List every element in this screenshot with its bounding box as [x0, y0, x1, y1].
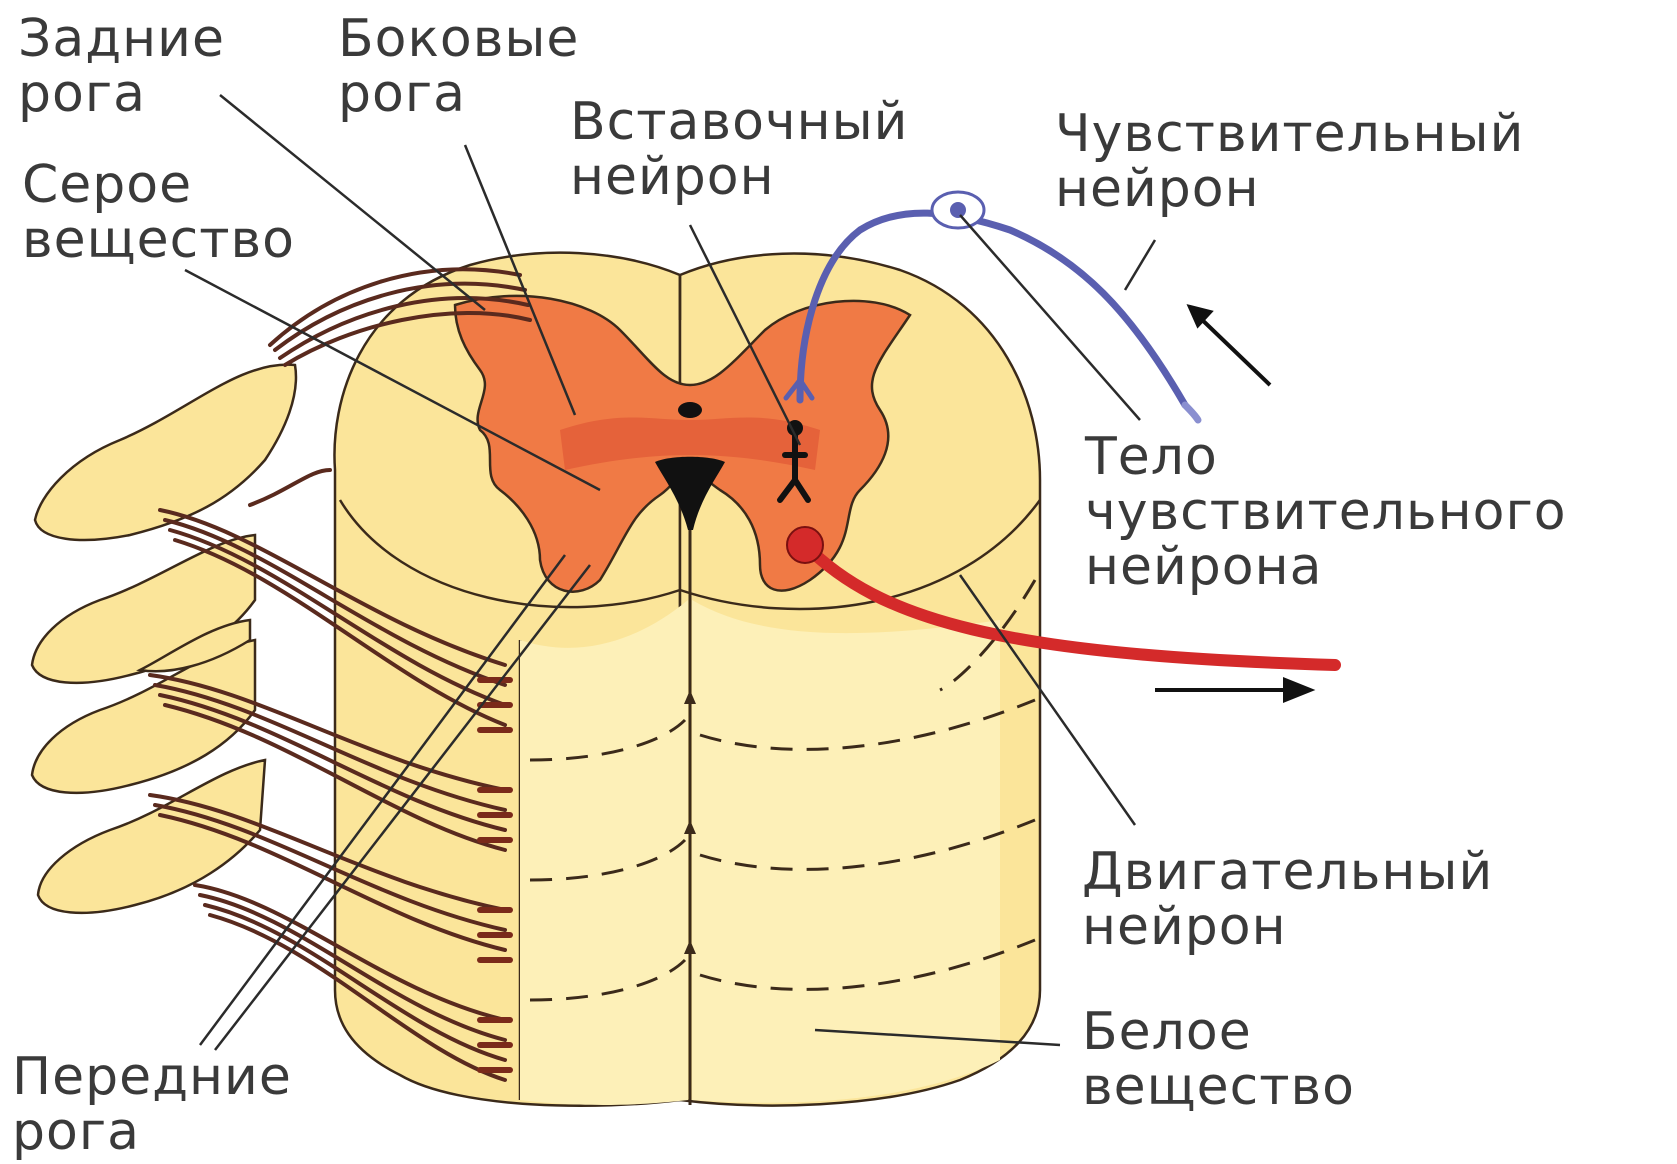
cord-front-face [520, 600, 1000, 1105]
leader-sensory-neuron [1125, 240, 1155, 290]
label-interneuron: Вставочный нейрон [570, 95, 908, 205]
label-dorsal-horns: Задние рога [18, 12, 225, 122]
label-white-matter: Белое вещество [1082, 1005, 1355, 1115]
label-motor-neuron: Двигательный нейрон [1082, 845, 1493, 955]
label-gray-matter: Серое вещество [22, 158, 295, 268]
label-lateral-horns: Боковые рога [338, 12, 579, 122]
central-canal [678, 402, 702, 418]
label-sensory-neuron: Чувствительный нейрон [1055, 107, 1524, 217]
label-sensory-body: Тело чувствительного нейрона [1085, 430, 1567, 595]
spinal-roots [32, 365, 296, 913]
label-ventral-horns: Передние рога [12, 1050, 292, 1160]
